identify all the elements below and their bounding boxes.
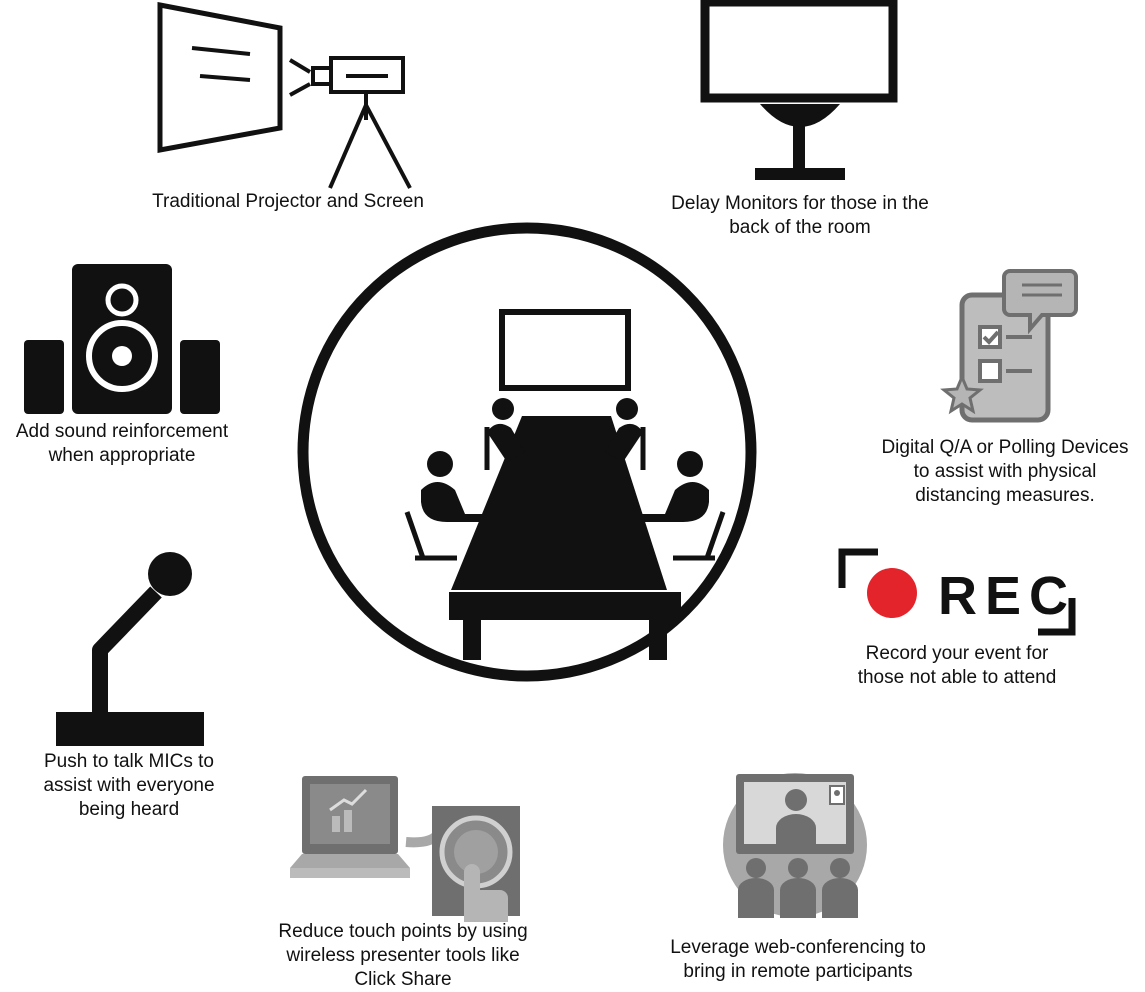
delay-monitor-icon	[700, 0, 900, 195]
monitor-label: Delay Monitors for those in the back of …	[671, 193, 929, 238]
sound-label: Add sound reinforcement when appropriate	[15, 421, 229, 466]
polling-device-icon	[940, 265, 1080, 425]
wireless-presenter-icon	[286, 772, 526, 922]
polling-label: Digital Q/A or Polling Devices to assist…	[881, 437, 1129, 506]
record-icon: REC	[838, 548, 1078, 638]
mic-label: Push to talk MICs to assist with everyon…	[43, 751, 215, 820]
conference-room-icon	[297, 222, 757, 682]
projector-label: Traditional Projector and Screen	[152, 191, 424, 212]
web-conferencing-icon	[720, 770, 870, 920]
speaker-icon	[22, 262, 222, 417]
microphone-icon	[50, 550, 210, 748]
projector-screen-icon	[150, 0, 420, 190]
record-label: Record your event for those not able to …	[857, 643, 1057, 688]
rec-text: REC	[938, 566, 1076, 626]
clickshare-label: Reduce touch points by using wireless pr…	[278, 921, 528, 990]
webconf-label: Leverage web-conferencing to bring in re…	[670, 937, 926, 982]
